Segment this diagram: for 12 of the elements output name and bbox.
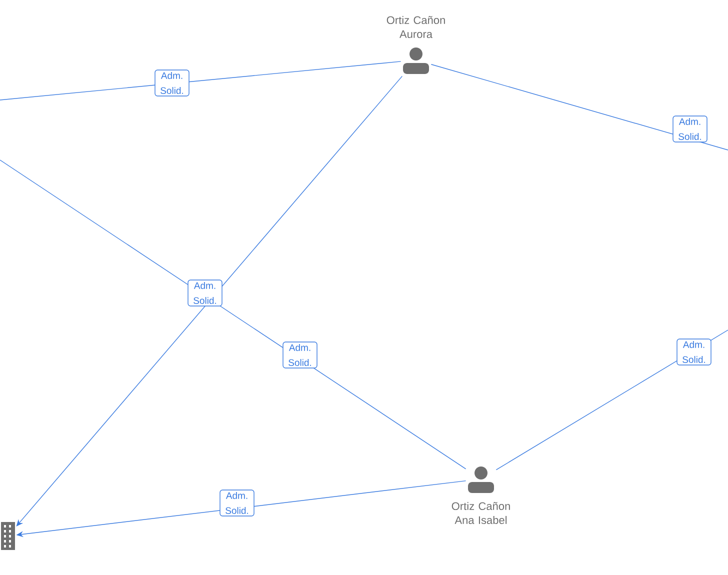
edge-label: Adm. Solid. — [672, 116, 708, 142]
edge-label: Adm. Solid. — [676, 338, 712, 366]
edge-label: Adm. Solid. — [154, 70, 190, 96]
person-name: Ortiz Cañon Aurora — [386, 16, 445, 38]
edge-label: Adm. Solid. — [188, 280, 222, 306]
edge-label: Adm. Solid. — [282, 342, 318, 368]
arrow — [16, 76, 403, 526]
person-name: Ortiz Cañon Ana Isabel — [452, 502, 510, 524]
connector-line — [0, 61, 402, 100]
connector-line — [430, 64, 728, 150]
edge-label: Adm. Solid. — [220, 490, 254, 516]
building-icon — [1, 522, 15, 550]
